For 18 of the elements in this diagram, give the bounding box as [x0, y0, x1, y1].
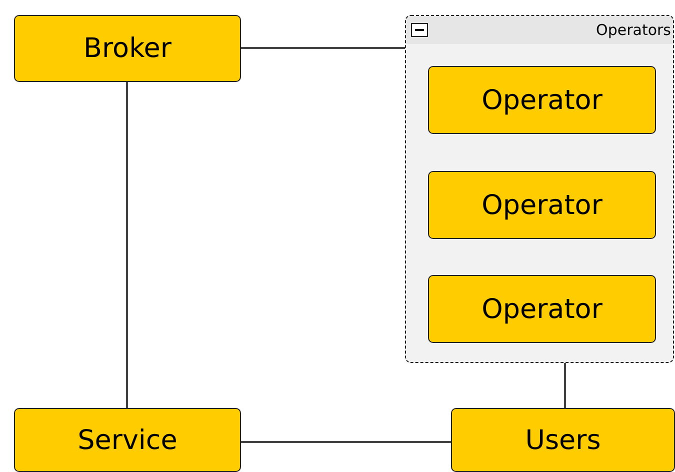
- process-box: [14, 408, 241, 472]
- connector-line: [241, 47, 405, 49]
- node-label: Operator: [482, 294, 602, 324]
- connector-line: [126, 82, 128, 408]
- process-box: [428, 66, 656, 134]
- node-label: Operator: [482, 190, 602, 220]
- process-box: [428, 171, 656, 239]
- group-container: [405, 15, 674, 363]
- group-title: Operators: [596, 21, 671, 39]
- process-box: [14, 15, 241, 82]
- connector-line: [241, 441, 451, 443]
- node-label: Operator: [482, 84, 602, 116]
- node-label: Broker: [84, 33, 172, 64]
- process-box: [428, 275, 656, 343]
- node-label: Service: [78, 424, 178, 456]
- process-box: [451, 408, 675, 472]
- node-label: Users: [525, 424, 601, 456]
- connector-line: [564, 363, 566, 408]
